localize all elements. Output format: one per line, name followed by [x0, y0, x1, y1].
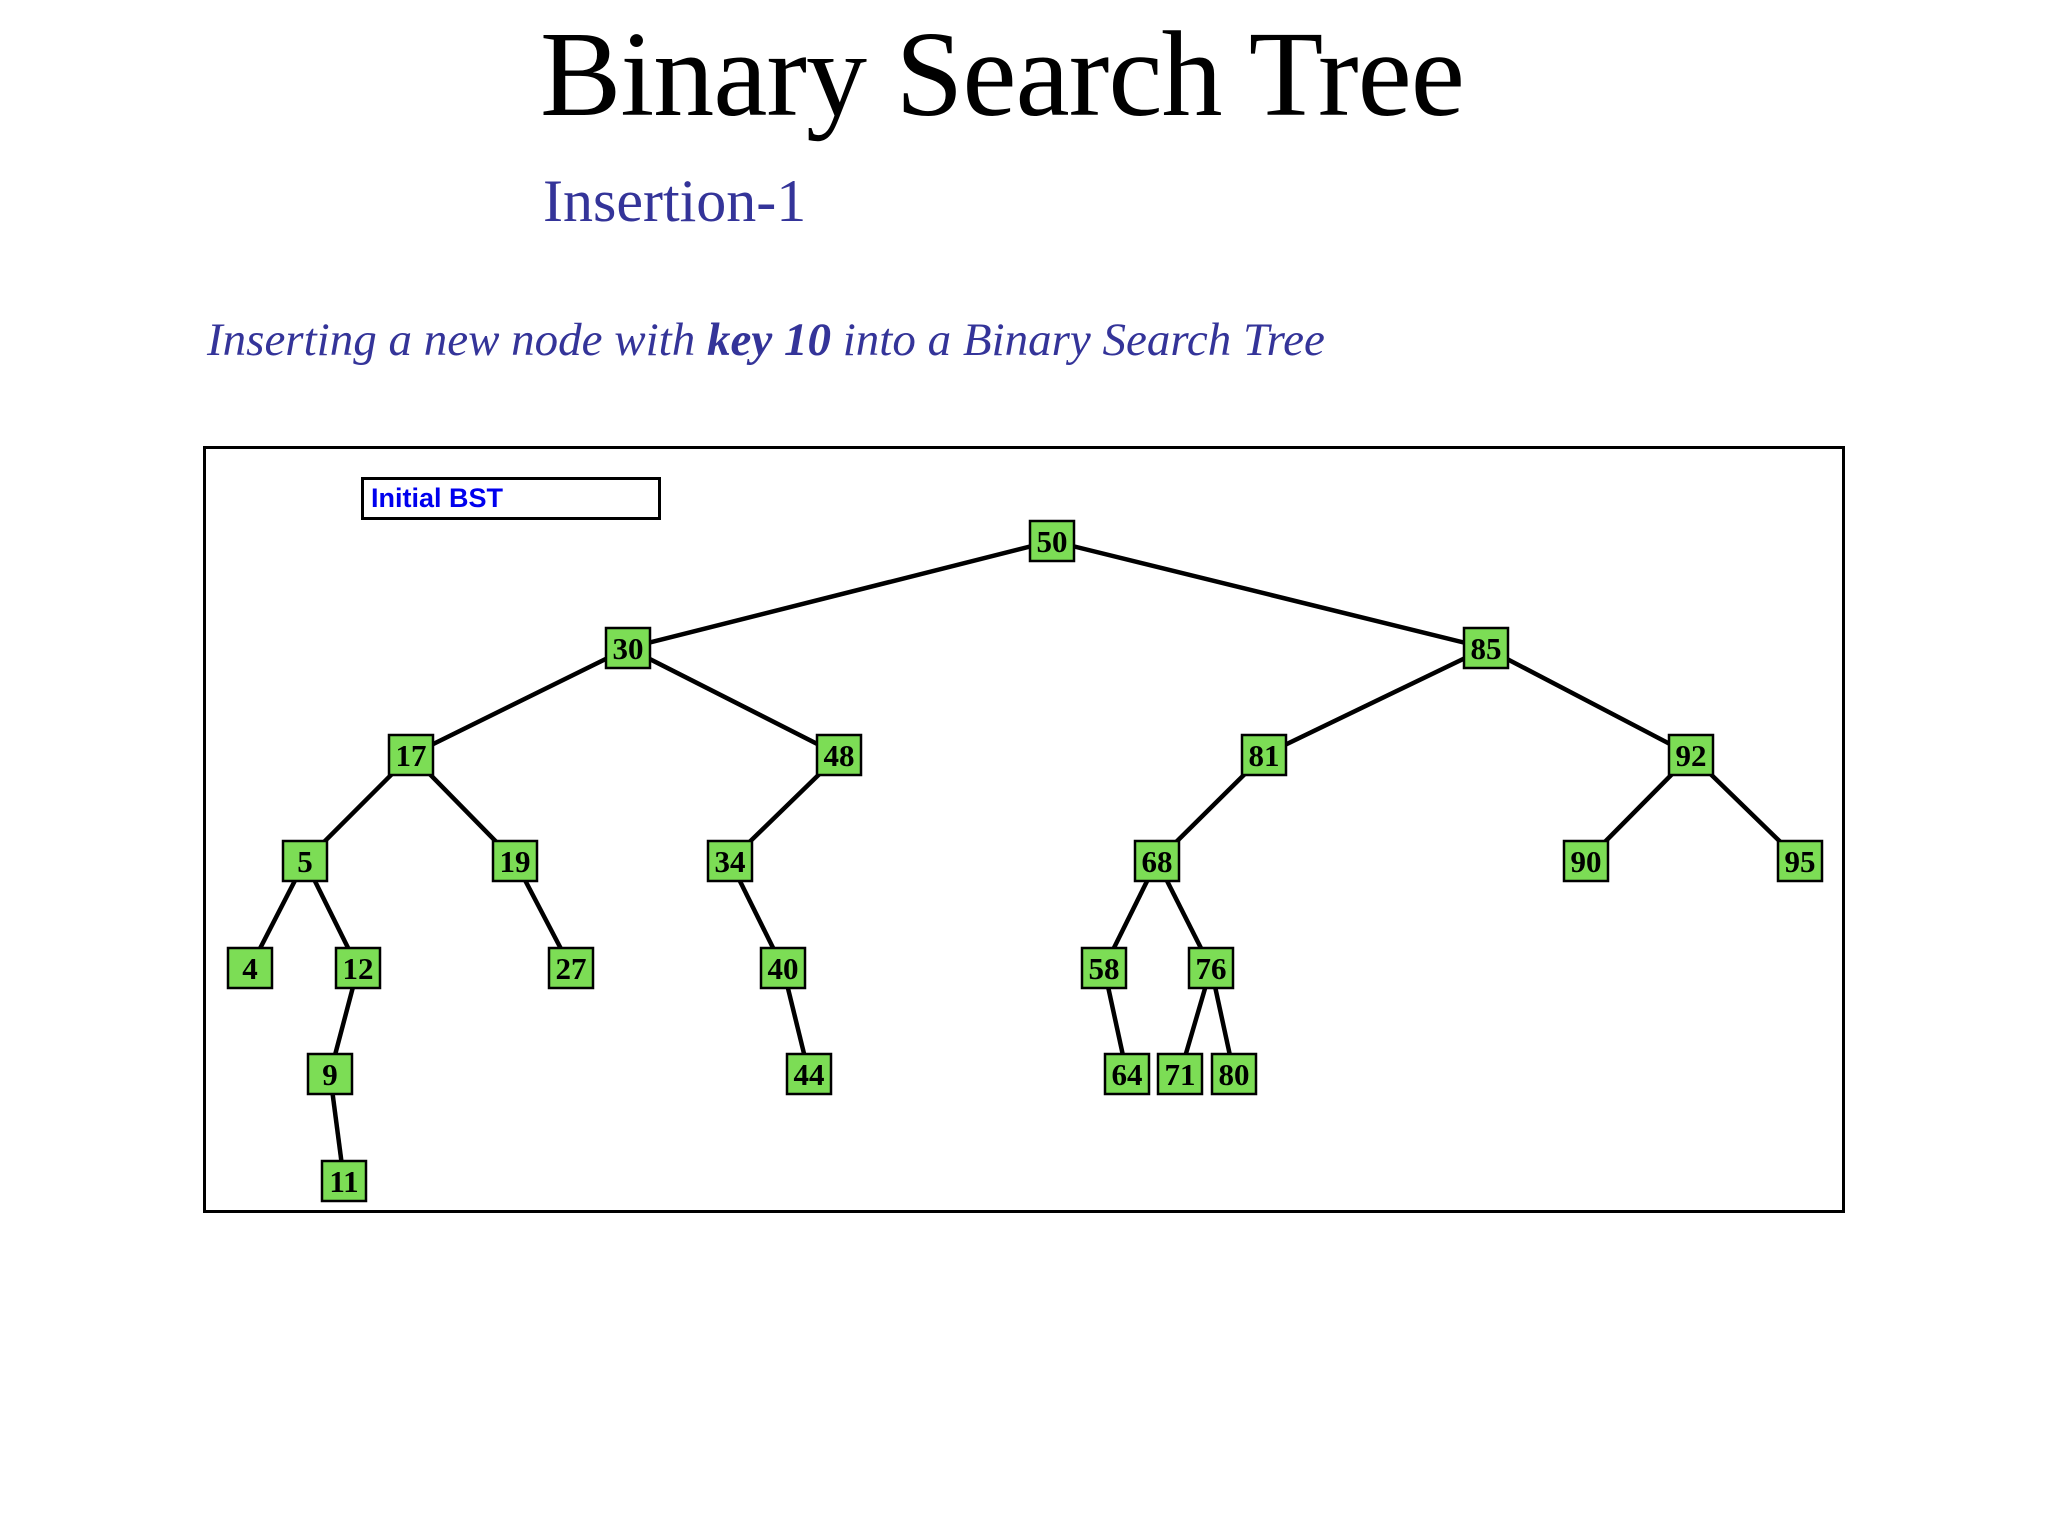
tree-node-box-5: [281, 839, 329, 883]
tree-node-11: 11: [320, 1159, 368, 1203]
tree-node-box-50: [1028, 519, 1076, 563]
tree-node-key-9: 9: [322, 1057, 338, 1092]
tree-node-box-40: [759, 946, 807, 990]
tree-node-4: 4: [226, 946, 274, 990]
tree-node-50: 50: [1028, 519, 1076, 563]
tree-node-box-68: [1133, 839, 1181, 883]
diagram-label-box: Initial BST: [361, 477, 661, 520]
tree-node-box-44: [785, 1052, 833, 1096]
tree-node-68: 68: [1133, 839, 1181, 883]
tree-node-key-90: 90: [1571, 844, 1602, 879]
caption-post: into a Binary Search Tree: [830, 314, 1325, 366]
tree-node-44: 44: [785, 1052, 833, 1096]
tree-node-box-17: [387, 733, 435, 777]
tree-node-95: 95: [1776, 839, 1824, 883]
tree-node-box-58: [1080, 946, 1128, 990]
tree-node-key-17: 17: [396, 738, 427, 773]
tree-node-key-12: 12: [343, 951, 374, 986]
tree-node-box-34: [706, 839, 754, 883]
tree-node-71: 71: [1156, 1052, 1204, 1096]
tree-node-17: 17: [387, 733, 435, 777]
tree-node-5: 5: [281, 839, 329, 883]
caption-key: key 10: [707, 314, 831, 366]
tree-node-58: 58: [1080, 946, 1128, 990]
tree-node-key-19: 19: [500, 844, 531, 879]
tree-node-box-92: [1667, 733, 1715, 777]
tree-node-box-76: [1187, 946, 1235, 990]
tree-node-key-76: 76: [1196, 951, 1227, 986]
tree-edge-50-85: [1051, 538, 1487, 651]
tree-node-64: 64: [1103, 1052, 1151, 1096]
tree-node-key-34: 34: [715, 844, 746, 879]
tree-node-90: 90: [1562, 839, 1610, 883]
tree-node-key-58: 58: [1089, 951, 1120, 986]
caption-pre: Inserting a new node with: [207, 314, 707, 366]
tree-node-key-27: 27: [556, 951, 587, 986]
tree-node-key-5: 5: [297, 844, 313, 879]
tree-node-80: 80: [1210, 1052, 1258, 1096]
tree-node-key-95: 95: [1785, 844, 1816, 879]
tree-edge-30-48: [626, 645, 841, 758]
tree-node-box-9: [306, 1052, 354, 1096]
tree-node-12: 12: [334, 946, 382, 990]
tree-node-box-27: [547, 946, 595, 990]
tree-edge-30-17: [410, 645, 629, 758]
tree-node-85: 85: [1462, 626, 1510, 670]
tree-node-19: 19: [491, 839, 539, 883]
tree-node-9: 9: [306, 1052, 354, 1096]
tree-node-box-80: [1210, 1052, 1258, 1096]
tree-edge-50-30: [627, 538, 1053, 651]
tree-node-box-48: [815, 733, 863, 777]
tree-node-box-4: [226, 946, 274, 990]
page-subtitle: Insertion-1: [543, 168, 807, 234]
tree-node-box-12: [334, 946, 382, 990]
tree-node-key-92: 92: [1676, 738, 1707, 773]
tree-node-key-11: 11: [329, 1164, 358, 1199]
tree-node-key-44: 44: [794, 1057, 825, 1092]
tree-node-40: 40: [759, 946, 807, 990]
tree-node-box-11: [320, 1159, 368, 1203]
tree-node-key-80: 80: [1219, 1057, 1250, 1092]
tree-node-key-71: 71: [1165, 1057, 1196, 1092]
caption-text: Inserting a new node with key 10 into a …: [207, 312, 1325, 368]
tree-node-key-48: 48: [824, 738, 855, 773]
tree-node-key-64: 64: [1112, 1057, 1143, 1092]
tree-node-key-4: 4: [242, 951, 258, 986]
tree-node-key-81: 81: [1249, 738, 1280, 773]
page-title: Binary Search Tree: [540, 7, 1465, 142]
tree-node-box-71: [1156, 1052, 1204, 1096]
tree-node-92: 92: [1667, 733, 1715, 777]
tree-node-27: 27: [547, 946, 595, 990]
tree-node-key-85: 85: [1471, 631, 1502, 666]
tree-node-key-68: 68: [1142, 844, 1173, 879]
bst-tree-svg: 50 30 85 17 48 81 92 5 19 34 68 90 95 4 12 27 40 58 76 9 44 6…: [226, 519, 1824, 1203]
tree-node-box-81: [1240, 733, 1288, 777]
tree-node-key-40: 40: [768, 951, 799, 986]
tree-node-34: 34: [706, 839, 754, 883]
tree-node-48: 48: [815, 733, 863, 777]
tree-node-key-30: 30: [613, 631, 644, 666]
tree-node-box-85: [1462, 626, 1510, 670]
tree-node-box-95: [1776, 839, 1824, 883]
tree-node-81: 81: [1240, 733, 1288, 777]
bst-diagram-panel: 50 30 85 17 48 81 92 5 19 34 68 90 95 4 12 27 40 58 76 9 44 6…: [203, 446, 1845, 1213]
tree-node-box-64: [1103, 1052, 1151, 1096]
tree-node-box-30: [604, 626, 652, 670]
tree-edge-85-81: [1263, 645, 1487, 758]
tree-node-box-90: [1562, 839, 1610, 883]
tree-node-30: 30: [604, 626, 652, 670]
tree-node-76: 76: [1187, 946, 1235, 990]
tree-node-box-19: [491, 839, 539, 883]
tree-node-key-50: 50: [1037, 524, 1068, 559]
tree-edge-85-92: [1484, 646, 1693, 757]
